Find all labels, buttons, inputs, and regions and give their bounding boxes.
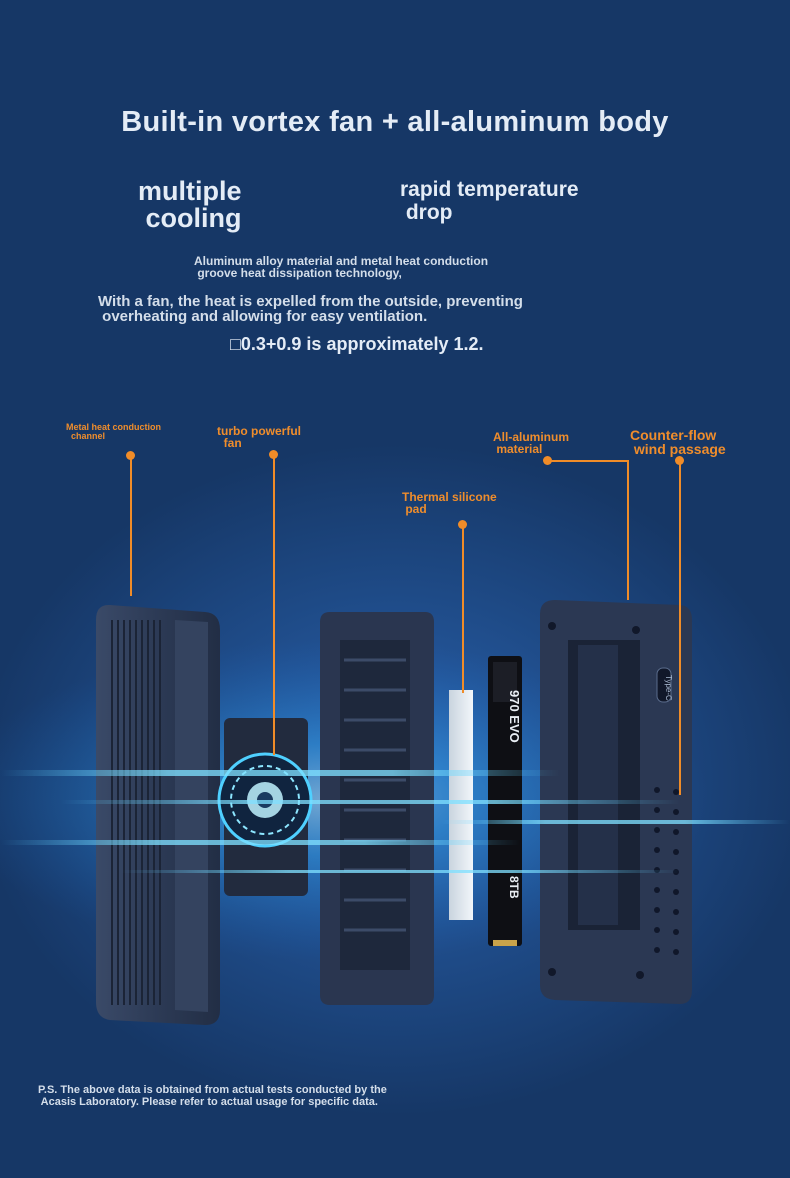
callout-all-aluminum-material: All-aluminum material xyxy=(493,430,570,456)
material-callout-hline xyxy=(547,460,629,462)
turbo-fan xyxy=(217,718,313,896)
channel-callout-dot xyxy=(126,451,135,460)
ssd-model-label: 970 EVO xyxy=(507,690,522,743)
footnote: P.S. The above data is obtained from act… xyxy=(38,1084,387,1108)
description-fan-ventilation: With a fan, the heat is expelled from th… xyxy=(98,293,523,325)
description-aluminum-alloy: Aluminum alloy material and metal heat c… xyxy=(194,254,489,280)
ssd-capacity-label: 8TB xyxy=(507,876,521,899)
heat-sink-frame xyxy=(320,612,434,1005)
headline: Built-in vortex fan + all-aluminum body xyxy=(121,106,669,138)
channel-callout-line xyxy=(130,456,132,596)
callout-thermal-silicone-pad: Thermal silicone pad xyxy=(402,490,497,516)
airflow-beams xyxy=(0,770,790,873)
pad-callout-dot xyxy=(458,520,467,529)
pad-callout-line xyxy=(462,525,464,693)
feature-rapid-temperature-drop: rapid temperature drop xyxy=(400,178,579,224)
description-ratio: □0.3+0.9 is approximately 1.2. xyxy=(230,334,484,354)
material-callout-vline xyxy=(627,460,629,600)
passage-callout-dot xyxy=(675,456,684,465)
feature-multiple-cooling: multiple cooling xyxy=(138,176,242,233)
callout-counter-flow-wind-passage: Counter-flow wind passage xyxy=(630,427,726,457)
type-c-port-label: Type-C xyxy=(664,675,673,701)
callout-turbo-powerful-fan: turbo powerful fan xyxy=(217,424,301,450)
fan-callout-line xyxy=(273,455,275,755)
passage-callout-line xyxy=(679,461,681,795)
thermal-silicone-pad xyxy=(449,690,473,920)
fan-callout-dot xyxy=(269,450,278,459)
callout-metal-heat-conduction-channel: Metal heat conduction channel xyxy=(66,422,162,441)
aluminum-shell-left xyxy=(96,604,220,1025)
